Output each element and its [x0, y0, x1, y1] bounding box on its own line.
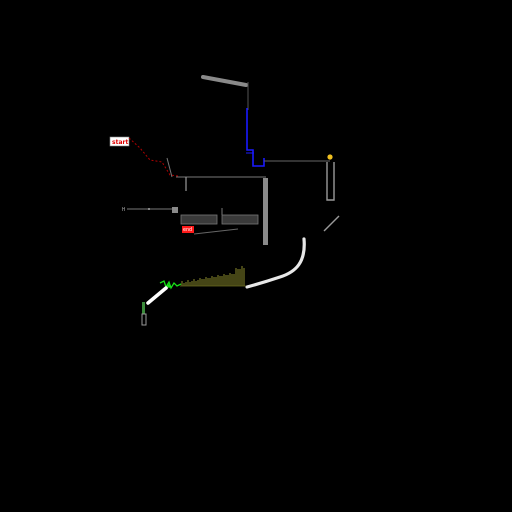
small-ramp	[323, 215, 340, 232]
end-flag-box	[182, 226, 194, 233]
blue-path	[246, 108, 265, 167]
platform-left	[180, 214, 218, 225]
marker-end-block	[172, 207, 178, 213]
gray-block	[141, 313, 147, 326]
top-plank	[201, 75, 248, 87]
marker-label: H	[122, 207, 125, 213]
tall-post	[263, 178, 268, 245]
green-block	[142, 302, 145, 314]
end-label: end	[183, 227, 192, 233]
marker-dot	[148, 208, 150, 210]
curved-tube	[245, 237, 306, 289]
start-flag[interactable]: start	[109, 136, 130, 147]
gray-slope	[166, 157, 173, 178]
end-link-line	[193, 228, 239, 235]
platform-right	[221, 214, 259, 225]
right-bracket	[326, 162, 335, 201]
white-stick	[146, 286, 168, 305]
spring-knob	[167, 284, 171, 288]
end-flag[interactable]: end	[182, 226, 194, 233]
olive-bars	[180, 266, 246, 287]
start-label: start	[112, 139, 128, 146]
green-spring-icon[interactable]	[159, 280, 182, 290]
red-dashed-path	[128, 137, 179, 177]
yellow-ball-icon[interactable]	[327, 154, 333, 160]
start-flag-box	[109, 136, 130, 147]
